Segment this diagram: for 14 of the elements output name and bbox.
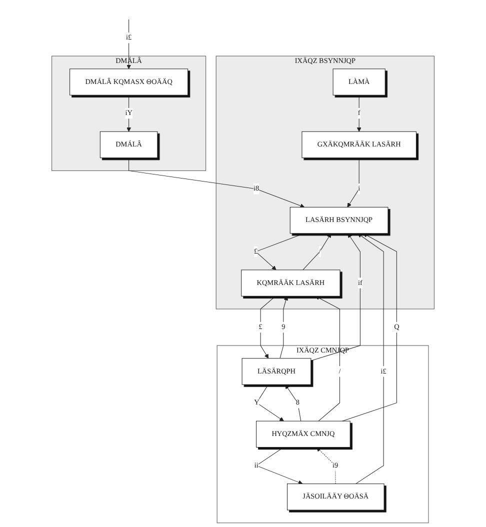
arrow	[128, 158, 305, 208]
arrow	[310, 233, 360, 362]
arrow	[285, 384, 302, 422]
arrow	[315, 296, 340, 422]
arrow	[342, 233, 397, 422]
arrow	[280, 296, 288, 359]
arrow	[347, 158, 360, 208]
arrow	[316, 447, 336, 484]
arrow	[126, 19, 132, 70]
arrow	[302, 233, 332, 270]
arrow	[255, 233, 304, 270]
arrow	[260, 296, 276, 359]
arrow	[356, 94, 362, 132]
arrow	[355, 233, 384, 484]
